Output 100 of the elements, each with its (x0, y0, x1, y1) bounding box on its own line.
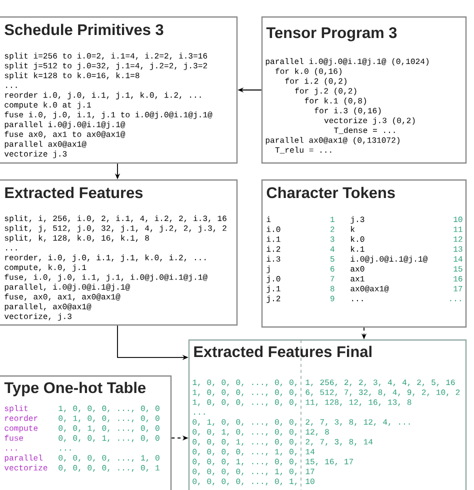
one-hot-vector: 0, 0, 0, 0, ..., 1, 0 (58, 455, 160, 462)
token-number: 8 (330, 286, 334, 292)
code-line: for i.2 (0,2) (285, 78, 346, 86)
code-line: split, i, 256, i.0, 2, i.1, 4, i.2, 2, i.3, 16 (4, 215, 226, 223)
feature-row: 1, 0, 0, 0, ..., 0, 0, (192, 380, 297, 386)
code-line: for i.3 (0,16) (314, 107, 381, 115)
one-hot-vector: 0, 0, 0, 0, ..., 0, 1 (58, 465, 160, 472)
token-number: 6 (330, 266, 334, 272)
panel (0, 16, 238, 164)
panel-title: Character Tokens (266, 186, 395, 198)
one-hot-vector: 0, 0, 0, 1, ..., 0, 0 (58, 435, 160, 442)
token-text: j.0 (266, 276, 280, 284)
feature-row: 2, 7, 3, 8, 12, 4, ... (306, 419, 410, 426)
code-line: fuse, i.0, j.0, i.1, j.1, i.0@j.0@i.1@j.1@ (4, 274, 208, 282)
token-number: 17 (454, 286, 462, 292)
code-line: T_dense = ... (334, 127, 395, 134)
one-hot-vector: 0, 1, 0, 0, ..., 0, 0 (58, 416, 160, 422)
primitive-name: parallel (4, 454, 42, 462)
token-text: j.3 (350, 216, 364, 224)
primitive-name: reorder (5, 415, 38, 421)
code-line: parallel, ax0@ax1@ (4, 303, 92, 311)
token-text: k (351, 226, 355, 232)
code-line: parallel ax0@ax1@ (0,131072) (266, 136, 400, 144)
primitive-name: fuse (4, 434, 24, 441)
panel-title: Schedule Primitives 3 (4, 24, 164, 36)
feature-row: 12, 8 (306, 429, 329, 436)
code-line: fuse i.0, j.0, i.1, j.1 to i.0@j.0@i.1@j.1@ (4, 111, 212, 119)
code-line: split j=512 to j.0=32, j.1=4, j.2=2, j.3=2 (4, 62, 207, 70)
code-line: vectorize j.3 (0,2) (324, 117, 415, 125)
code-line: parallel i.0@j.0@i.1@j.1@ (0,1024) (266, 58, 428, 66)
code-line: ... (6, 86, 17, 88)
token-text: ... (352, 300, 363, 302)
token-number: 2 (330, 226, 334, 232)
primitive-name: vectorize (4, 464, 48, 470)
panel (188, 339, 467, 490)
feature-row: 17 (306, 468, 314, 474)
token-number: 3 (330, 236, 334, 242)
code-line: vectorize j.3 (4, 150, 67, 158)
code-line: compute k.0 at j.1 (4, 102, 91, 110)
feature-row: 0, 0, 0, 0, ..., 1, 0, (192, 468, 297, 476)
token-text: j.2 (266, 295, 280, 303)
code-line: split k=128 to k.0=16, k.1=8 (4, 72, 140, 80)
feature-row: 0, 0, 1, 0, ..., 0, 0, (192, 429, 297, 436)
token-number: 5 (330, 256, 334, 262)
code-line: for k.0 (0,16) (276, 68, 342, 76)
one-hot-vector: ... (60, 449, 71, 451)
feature-row: 0, 0, 0, 0, ..., 0, 1, (192, 478, 297, 486)
token-text: i.0 (266, 226, 280, 232)
token-text: j.1 (266, 285, 280, 293)
token-text: ax1 (350, 276, 364, 282)
panel-title: Extracted Features Final (194, 346, 372, 358)
panel (0, 375, 172, 490)
feature-row: 0, 1, 0, 0, ..., 0, 0, (192, 419, 297, 426)
token-number: 11 (454, 226, 462, 232)
token-number: 13 (454, 246, 462, 252)
feature-row: 10 (306, 478, 314, 484)
token-number: 1 (330, 216, 334, 222)
feature-row: 0, 0, 0, 1, ..., 0, 0, (192, 439, 297, 446)
token-text: k.1 (351, 246, 364, 252)
code-line: fuse, ax0, ax1, ax0@ax1@ (4, 294, 120, 301)
token-text: j (266, 266, 270, 274)
token-number: 4 (330, 246, 334, 252)
token-number: 9 (330, 296, 334, 302)
panel-title: Extracted Features (5, 186, 143, 198)
feature-row: 0, 0, 0, 0, ..., 1, 0, (192, 448, 297, 456)
code-line: for k.1 (0,8) (304, 98, 366, 106)
token-number: 7 (330, 276, 334, 282)
token-text: k.0 (351, 236, 364, 242)
token-number: ... (450, 300, 461, 302)
one-hot-vector: 1, 0, 0, 0, ..., 0, 0 (58, 406, 160, 412)
token-text: ax0@ax1@ (350, 285, 389, 292)
panel (261, 179, 467, 328)
panel-title: Type One-hot Table (4, 382, 146, 396)
feature-row: 11, 128, 12, 16, 13, 8 (306, 399, 412, 406)
feature-row: 6, 512, 7, 32, 8, 4, 9, 2, 10, 2 (306, 390, 460, 396)
token-text: i.3 (266, 256, 280, 262)
code-line: parallel i.0@j.0@i.1@j.1@ (4, 121, 126, 129)
code-line: parallel ax0@ax1@ (4, 140, 86, 148)
code-line: fuse ax0, ax1 to ax0@ax1@ (4, 131, 126, 138)
feature-row: 1, 0, 0, 0, ..., 0, 0, (192, 399, 297, 406)
code-line: vectorize, j.3 (4, 313, 72, 321)
feature-row: 14 (306, 448, 314, 454)
feature-row: ... (194, 414, 205, 415)
token-number: 15 (454, 266, 462, 272)
code-line: T_relu = ... (275, 146, 332, 154)
code-line: ... (6, 249, 17, 250)
code-line: for j.2 (0,2) (295, 88, 356, 96)
code-line: split, j, 512, j.0, 32, j.1, 4, j.2, 2, j.3, 2 (4, 224, 226, 232)
primitive-name: compute (4, 425, 38, 432)
token-number: 16 (454, 276, 462, 282)
feature-row: 1, 256, 2, 2, 3, 4, 4, 2, 5, 16 (306, 380, 455, 386)
token-number: 14 (454, 256, 462, 262)
token-text: i.0@j.0@i.1@j.1@ (350, 256, 428, 264)
token-number: 12 (454, 236, 462, 242)
token-text: i.2 (266, 246, 280, 252)
feature-row: 1, 0, 0, 0, ..., 0, 0, (192, 390, 297, 396)
panel-title: Tensor Program 3 (266, 27, 397, 42)
primitive-name: ... (6, 449, 17, 451)
code-line: split, k, 128, k.0, 16, k.1, 8 (4, 234, 149, 242)
panel (0, 179, 238, 326)
